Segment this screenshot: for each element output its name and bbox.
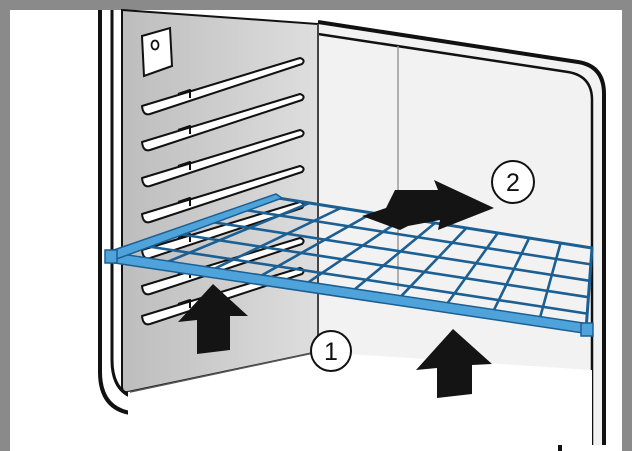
- rack-cross-wire: [300, 216, 405, 289]
- rack-cross-wire: [489, 236, 531, 317]
- rack-cross-wire: [537, 241, 562, 325]
- rail-notch: [177, 161, 191, 170]
- shelf-rail-2: [141, 93, 305, 152]
- arrow-diagonal-icon: [362, 180, 494, 230]
- step-2-number: 2: [506, 169, 520, 197]
- shelf-rail-1: [141, 57, 305, 116]
- rack-long-wire: [210, 220, 591, 283]
- rack-right-edge: [584, 246, 594, 332]
- rail-notch: [177, 299, 191, 308]
- rack-long-wire: [177, 232, 590, 299]
- oven-floor: [128, 352, 592, 445]
- shelf-rail-4: [141, 165, 305, 224]
- rack-cross-wire: [347, 221, 437, 296]
- rail-mount-plate: [140, 26, 174, 78]
- step-1-number: 1: [324, 338, 338, 366]
- arrow-up-icon: [178, 284, 248, 354]
- rack-cross-wire: [205, 206, 343, 274]
- rack-cross-wire: [158, 201, 311, 267]
- rack-long-wire: [143, 244, 589, 315]
- rack-cross-wire: [442, 231, 500, 310]
- rail-notch: [177, 89, 191, 98]
- rack-long-wire: [243, 208, 593, 266]
- rack-cross-wire: [395, 226, 468, 303]
- rack-back-edge: [276, 196, 594, 250]
- rail-notch: [177, 125, 191, 134]
- shelf-rails: [141, 57, 305, 326]
- rail-notch: [177, 233, 191, 242]
- shelf-rail-3: [141, 129, 305, 188]
- arrow-up-icon: [416, 329, 492, 398]
- step-2-label: 2: [491, 160, 535, 204]
- shelf-rail-6: [141, 237, 305, 296]
- rack-end-cap: [580, 322, 594, 337]
- wire-rack: [104, 193, 594, 337]
- rack-end-cap: [104, 249, 118, 264]
- step-1-label: 1: [310, 330, 352, 372]
- rack-cross-wire: [252, 211, 374, 281]
- rail-notch: [177, 197, 191, 206]
